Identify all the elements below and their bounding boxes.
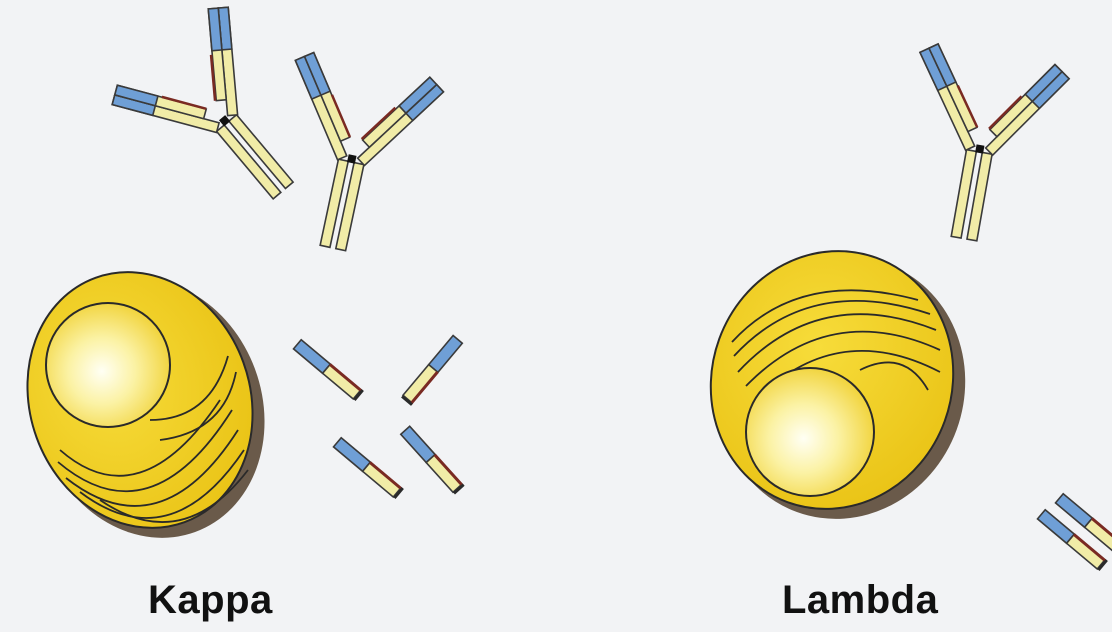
kappa-plasma-cell [0, 240, 300, 570]
lambda-antibody [889, 40, 1071, 252]
kappa-antibody-1 [104, 0, 341, 239]
kappa-light-chain-2 [401, 336, 463, 406]
kappa-label: Kappa [148, 578, 273, 623]
lambda-label: Lambda [782, 578, 938, 623]
kappa-light-chain-1 [294, 339, 364, 401]
kappa-light-chain-3 [334, 437, 404, 499]
kappa-antibody-2 [259, 48, 446, 264]
lambda-nucleus [746, 368, 874, 496]
kappa-nucleus [46, 303, 170, 427]
lambda-plasma-cell [675, 217, 1002, 554]
kappa-light-chain-4 [401, 426, 465, 495]
